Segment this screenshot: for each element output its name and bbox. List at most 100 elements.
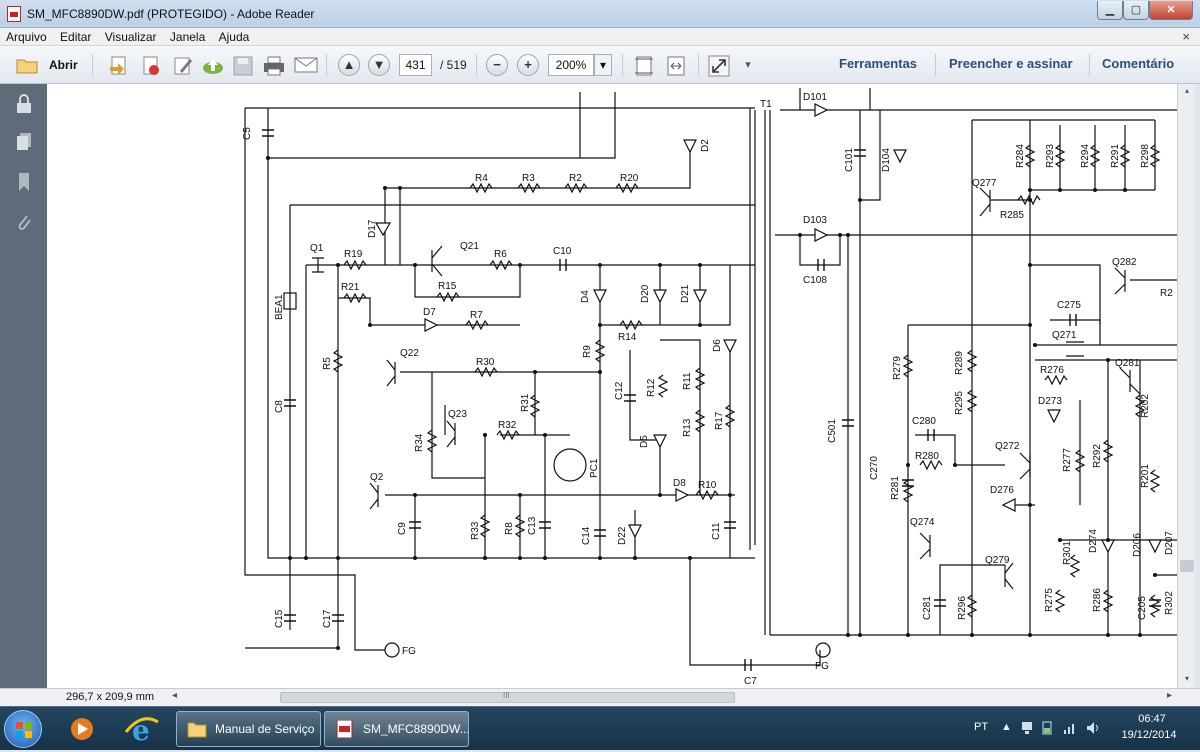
label-c11: C11 — [711, 522, 722, 540]
clock-time[interactable]: 06:47 — [1138, 713, 1166, 725]
label-r279: R279 — [892, 356, 903, 380]
comment-pane-button[interactable]: Comentário — [1102, 56, 1175, 71]
scroll-down-icon[interactable]: ▾ — [1184, 674, 1189, 683]
close-button[interactable]: ✕ — [1149, 1, 1193, 20]
label-r280: R280 — [915, 451, 939, 462]
task-manual-de-servico[interactable]: Manual de Serviço — [176, 711, 321, 747]
volume-icon[interactable] — [1085, 720, 1101, 736]
label-fg-right: FG — [815, 661, 829, 672]
scroll-left-icon[interactable]: ◂ — [172, 690, 178, 701]
tools-pane-button[interactable]: Ferramentas — [839, 56, 918, 71]
label-q1: Q1 — [310, 243, 324, 254]
fit-width-icon[interactable] — [665, 55, 687, 77]
label-r277: R277 — [1062, 448, 1073, 472]
next-page-button[interactable]: ▼ — [368, 54, 390, 76]
label-c12: C12 — [614, 381, 625, 400]
lock-icon[interactable] — [14, 94, 34, 114]
page-number-input[interactable]: 431 — [399, 54, 432, 76]
zoom-input[interactable]: 200% — [548, 54, 594, 76]
toolbar-overflow-button[interactable]: ▾ — [745, 59, 751, 71]
label-q271: Q271 — [1052, 330, 1077, 341]
zoom-in-button[interactable]: + — [517, 54, 539, 76]
menu-editar[interactable]: Editar — [60, 30, 92, 44]
internet-explorer-pin[interactable]: e — [116, 712, 168, 747]
label-d22: D22 — [617, 526, 628, 545]
upload-cloud-icon[interactable] — [202, 55, 224, 77]
pages-icon[interactable] — [14, 132, 34, 152]
schematic-labels: C5 T1 D101 R4 R3 R2 R20 D2 C101 D104 R28… — [242, 92, 1175, 687]
label-r295: R295 — [954, 391, 965, 415]
print-icon[interactable] — [262, 55, 286, 77]
label-c280: C280 — [912, 416, 936, 427]
document-view[interactable]: C5 T1 D101 R4 R3 R2 R20 D2 C101 D104 R28… — [47, 84, 1177, 688]
save-icon[interactable] — [232, 55, 254, 77]
toolbar-separator — [92, 54, 93, 76]
menu-visualizar[interactable]: Visualizar — [104, 30, 157, 44]
open-button[interactable]: Abrir — [49, 58, 78, 72]
media-player-pin[interactable] — [56, 712, 108, 746]
open-folder-icon[interactable] — [16, 56, 40, 74]
vertical-scrollbar[interactable]: ▴ ▾ — [1177, 84, 1195, 688]
label-t1: T1 — [760, 99, 772, 110]
edit-icon[interactable] — [172, 55, 194, 77]
label-d17: D17 — [367, 219, 378, 238]
label-d4: D4 — [580, 290, 591, 303]
label-r276: R276 — [1040, 365, 1064, 376]
vertical-scroll-thumb[interactable] — [1180, 560, 1194, 572]
label-d7: D7 — [423, 307, 436, 318]
signal-icon[interactable] — [1063, 720, 1077, 736]
label-pc1: PC1 — [589, 458, 600, 478]
menu-bar: Arquivo Editar Visualizar Janela Ajuda × — [0, 28, 1200, 46]
label-r284: R284 — [1015, 144, 1026, 168]
label-fg-left: FG — [402, 646, 416, 657]
windows-start-button[interactable] — [4, 710, 42, 748]
windows-logo-icon — [16, 722, 32, 738]
language-indicator[interactable]: PT — [974, 721, 989, 733]
label-r202: R202 — [1140, 394, 1151, 418]
fit-page-icon[interactable] — [633, 55, 655, 77]
menu-janela[interactable]: Janela — [169, 30, 206, 44]
label-q272: Q272 — [995, 441, 1020, 452]
fullscreen-icon[interactable] — [708, 55, 730, 77]
fill-sign-pane-button[interactable]: Preencher e assinar — [949, 56, 1073, 71]
zoom-dropdown-button[interactable]: ▾ — [594, 54, 612, 76]
menu-arquivo[interactable]: Arquivo — [6, 30, 47, 44]
toolbar: Abrir ▲ ▼ 431 / 519 − + 200% ▾ ▾ Ferrame… — [0, 46, 1200, 84]
label-r2b: R2 — [1160, 288, 1173, 299]
system-tray: PT ▲ 06:47 19/12/2014 — [968, 707, 1200, 751]
maximize-button[interactable]: ▢ — [1123, 1, 1149, 20]
scroll-right-icon[interactable]: ▸ — [1167, 690, 1173, 701]
combine-pdf-icon[interactable] — [140, 55, 162, 77]
label-d273: D273 — [1038, 396, 1062, 407]
label-d6: D6 — [712, 339, 723, 352]
scroll-up-icon[interactable]: ▴ — [1184, 86, 1189, 95]
label-c501: C501 — [827, 419, 838, 443]
zoom-out-button[interactable]: − — [486, 54, 508, 76]
horizontal-scroll-thumb[interactable]: III — [280, 691, 735, 703]
label-r298: R298 — [1140, 144, 1151, 168]
label-r10: R10 — [698, 480, 717, 491]
diode-symbols — [374, 103, 1162, 554]
attachment-icon[interactable] — [14, 212, 34, 232]
bookmark-icon[interactable] — [14, 172, 34, 192]
label-r6: R6 — [494, 249, 507, 260]
label-r285: R285 — [1000, 210, 1024, 221]
label-d5: D5 — [639, 435, 650, 448]
label-r293: R293 — [1045, 144, 1056, 168]
network-icon[interactable] — [1020, 720, 1034, 736]
horizontal-scrollbar[interactable]: ◂ III ▸ — [172, 690, 1173, 704]
menu-close-icon[interactable]: × — [1182, 29, 1190, 44]
previous-page-button[interactable]: ▲ — [338, 54, 360, 76]
task-adobe-reader[interactable]: SM_MFC8890DW.... — [324, 711, 469, 747]
folder-icon — [187, 722, 207, 738]
minimize-button[interactable]: ▁ — [1097, 1, 1123, 20]
label-q281: Q281 — [1115, 358, 1140, 369]
power-icon[interactable] — [1040, 720, 1054, 736]
label-d21: D21 — [680, 284, 691, 303]
create-pdf-icon[interactable] — [108, 55, 130, 77]
clock-date[interactable]: 19/12/2014 — [1121, 729, 1177, 741]
label-c13: C13 — [527, 516, 538, 535]
email-icon[interactable] — [294, 56, 318, 74]
tray-expand-icon[interactable]: ▲ — [1001, 721, 1012, 733]
menu-ajuda[interactable]: Ajuda — [218, 30, 250, 44]
